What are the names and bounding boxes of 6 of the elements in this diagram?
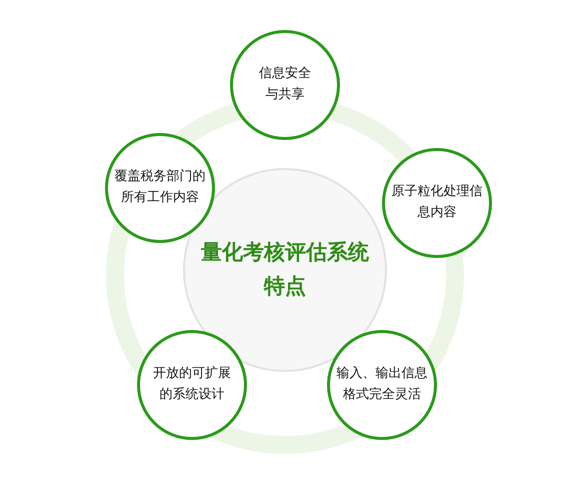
feature-label: 信息安全与共享 — [258, 65, 312, 104]
feature-label: 输入、输出信息格式完全灵活 — [336, 365, 428, 404]
feature-label: 覆盖税务部门的所有工作内容 — [114, 168, 206, 207]
feature-label: 开放的可扩展的系统设计 — [153, 365, 231, 404]
feature-label: 原子粒化处理信息内容 — [391, 183, 483, 222]
center-title: 量化考核评估系统特点 — [200, 239, 370, 300]
